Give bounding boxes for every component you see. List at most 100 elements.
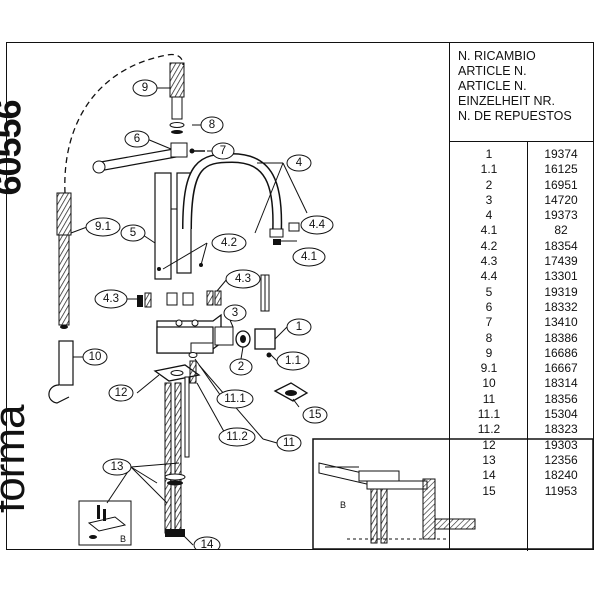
aerator-4-4	[288, 222, 300, 232]
column-separator	[527, 141, 528, 551]
callout-14: 14	[201, 539, 214, 549]
screws-4-3	[137, 290, 222, 308]
header-line: ARTICLE N.	[458, 79, 527, 93]
table-row: 10 18314	[450, 376, 594, 391]
screw-1-1	[266, 352, 272, 358]
callout-8: 8	[209, 119, 215, 131]
exploded-diagram-sheet: 9 8 6 7 4 9.1 5 4.2 4.4 4.1 4.3 4.3 3 1 …	[0, 42, 594, 551]
callout-4-2: 4.2	[221, 237, 237, 249]
base-kit-label: B	[120, 534, 126, 544]
aerator-15	[273, 382, 309, 402]
article-code: 19303	[544, 437, 578, 452]
table-row: 12 19303	[450, 438, 594, 453]
hose-path-dashed	[64, 53, 184, 194]
base-kit-b	[78, 500, 132, 546]
article-code: 16951	[544, 177, 578, 192]
leader-lines	[70, 87, 308, 546]
part-number: 6	[485, 299, 493, 314]
hose-connector-top	[169, 62, 185, 120]
header-line: ARTICLE N.	[458, 64, 527, 78]
callout-4-3-right: 4.3	[235, 273, 251, 285]
header-line: EINZELHEIT NR.	[458, 94, 556, 108]
callout-3: 3	[232, 307, 238, 319]
table-row: 9 16686	[450, 346, 594, 361]
article-code: 12356	[544, 452, 578, 467]
part-number: 7	[485, 315, 493, 330]
part-number: 2	[485, 177, 493, 192]
callout-4-3-left: 4.3	[103, 293, 119, 305]
article-code: 18332	[544, 299, 578, 314]
part-number: 11.1	[477, 407, 501, 422]
spare-parts-table: N. RICAMBIO ARTICLE N. ARTICLE N. EINZEL…	[449, 43, 594, 551]
part-number: 12	[482, 437, 496, 452]
part-number: 4.3	[480, 254, 498, 269]
part-number: 3	[485, 192, 493, 207]
cartridge-3	[214, 326, 234, 346]
table-row: 4.1 82	[450, 223, 594, 238]
article-code: 19319	[544, 284, 578, 299]
article-code: 14720	[544, 192, 578, 207]
part-number: 4.4	[480, 269, 498, 284]
article-code: 18314	[544, 376, 578, 391]
table-row: 15 11953	[450, 484, 594, 499]
callout-9-1: 9.1	[95, 221, 111, 233]
article-code: 16686	[544, 345, 578, 360]
part-number: 1	[485, 147, 493, 161]
header-line: N. DE REPUESTOS	[458, 109, 572, 123]
part-number: 11	[482, 391, 496, 406]
screw-7	[189, 148, 205, 154]
article-code: 16667	[544, 361, 578, 376]
part-number: 14	[482, 468, 496, 483]
part-number: 13	[482, 452, 496, 467]
article-code: 18354	[544, 238, 578, 253]
part-number: 10	[482, 376, 496, 391]
article-code: 11953	[544, 483, 578, 498]
callout-9: 9	[142, 82, 148, 94]
article-code: 82	[554, 223, 568, 238]
brand-logo-text: forma	[0, 405, 34, 513]
table-row: 13 12356	[450, 453, 594, 468]
spout-4	[182, 152, 284, 238]
table-row: 1 19374	[450, 147, 594, 162]
callout-5: 5	[130, 227, 136, 239]
table-row: 11.2 18323	[450, 422, 594, 437]
part-number: 11.2	[477, 422, 501, 437]
callout-4-4: 4.4	[309, 219, 326, 231]
part-number: 15	[482, 483, 496, 498]
washers-8	[169, 122, 185, 134]
callout-10: 10	[89, 351, 102, 363]
article-code: 18323	[544, 422, 578, 437]
table-row: 4 19373	[450, 208, 594, 223]
part-number: 9	[485, 345, 493, 360]
callout-11: 11	[283, 437, 295, 449]
callout-4-1: 4.1	[301, 251, 317, 263]
table-header: N. RICAMBIO ARTICLE N. ARTICLE N. EINZEL…	[458, 49, 572, 124]
hoses-13	[164, 376, 190, 537]
table-row: 3 14720	[450, 193, 594, 208]
table-row: 6 18332	[450, 300, 594, 315]
callout-1-1: 1.1	[285, 355, 301, 367]
seal-4-1	[273, 239, 281, 245]
part-number: 4.1	[480, 223, 498, 238]
header-separator	[450, 141, 594, 142]
callout-bubbles	[82, 79, 334, 549]
callout-15: 15	[309, 409, 322, 421]
article-code: 18386	[544, 330, 578, 345]
callout-2: 2	[238, 361, 244, 373]
callout-1: 1	[296, 321, 302, 333]
article-code: 16125	[544, 162, 578, 177]
article-code: 19374	[544, 147, 578, 161]
installation-detail-inset	[312, 438, 593, 549]
callout-6: 6	[134, 133, 140, 145]
part-number: 4	[485, 208, 493, 223]
article-code: 18356	[544, 391, 578, 406]
article-code: 19373	[544, 208, 578, 223]
callout-11-1: 11.1	[224, 393, 246, 405]
part-number: 8	[485, 330, 493, 345]
